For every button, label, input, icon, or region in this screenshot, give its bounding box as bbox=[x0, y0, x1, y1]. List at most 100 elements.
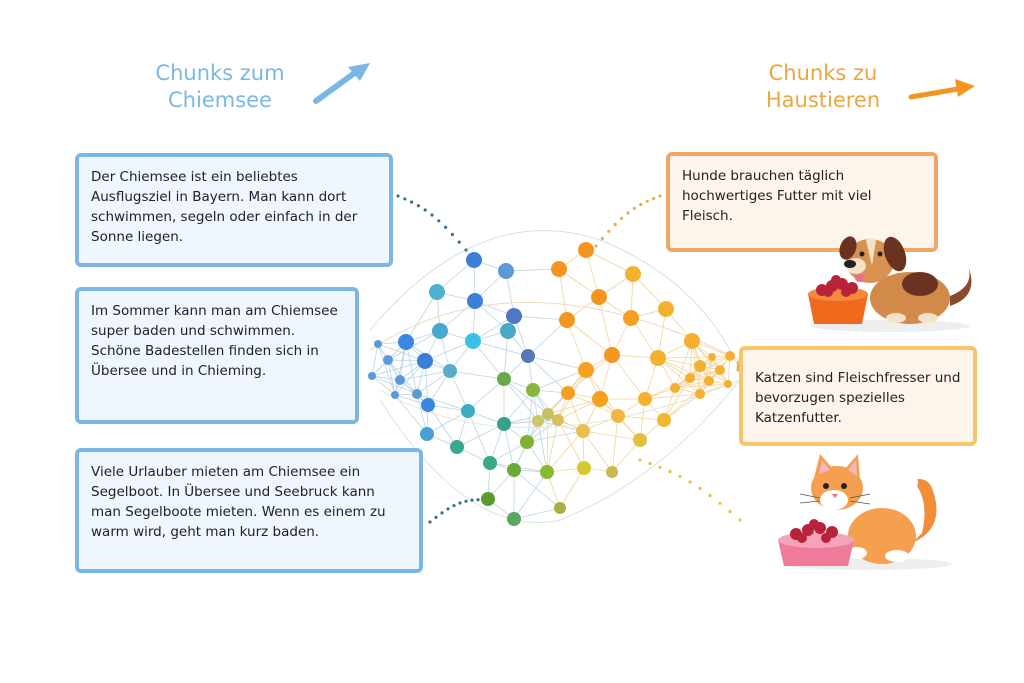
connector-dot bbox=[476, 498, 480, 502]
network-edge bbox=[416, 393, 469, 412]
network-curve bbox=[369, 230, 741, 371]
connector-dot bbox=[613, 222, 617, 227]
network-edge bbox=[566, 319, 613, 356]
chunk-card-chiemsee-3: Viele Urlauber mieten am Chiemsee ein Se… bbox=[75, 448, 423, 573]
network-node bbox=[591, 289, 607, 305]
network-node bbox=[497, 372, 511, 386]
network-edge bbox=[598, 296, 613, 356]
network-edge bbox=[489, 441, 528, 464]
network-node bbox=[592, 391, 608, 407]
network-node bbox=[521, 349, 535, 363]
network-node bbox=[606, 466, 618, 478]
network-node bbox=[611, 409, 625, 423]
connector-dot bbox=[430, 213, 434, 217]
network-node bbox=[650, 350, 666, 366]
network-edge bbox=[657, 308, 667, 359]
connector-dot bbox=[470, 498, 474, 502]
network-edge bbox=[503, 389, 534, 425]
network-edge bbox=[427, 404, 458, 448]
network-edge bbox=[611, 415, 619, 473]
network-node bbox=[625, 266, 641, 282]
network-edge bbox=[449, 370, 505, 380]
network-edge bbox=[630, 317, 659, 359]
network-edge bbox=[505, 268, 560, 272]
network-node bbox=[465, 333, 481, 349]
chunk-text: Im Sommer kann man am Chiemsee super bad… bbox=[91, 303, 338, 379]
network-edge bbox=[689, 355, 731, 379]
connector-dot bbox=[626, 211, 630, 215]
cat-illustration bbox=[778, 454, 952, 570]
arrow-up-right-icon bbox=[313, 63, 370, 104]
chunk-card-cats: Katzen sind Fleischfresser und bevorzuge… bbox=[739, 346, 977, 446]
network-node bbox=[638, 392, 652, 406]
network-node bbox=[417, 353, 433, 369]
network-node bbox=[670, 383, 680, 393]
connector-dot bbox=[658, 194, 662, 198]
cat-food bbox=[790, 519, 838, 543]
connector-dot bbox=[738, 518, 742, 522]
network-edge bbox=[567, 392, 619, 417]
network-edge bbox=[371, 343, 379, 377]
chunk-text: Katzen sind Fleischfresser und bevorzuge… bbox=[755, 370, 961, 426]
network-node bbox=[506, 308, 522, 324]
network-edge bbox=[663, 393, 701, 421]
connector-dot bbox=[428, 520, 432, 524]
arrow-right-icon bbox=[908, 79, 975, 100]
network-node bbox=[467, 293, 483, 309]
network-edge bbox=[467, 410, 491, 464]
network-node bbox=[498, 263, 514, 279]
network-node bbox=[395, 375, 405, 385]
network-edge bbox=[585, 249, 600, 298]
network-edge bbox=[405, 291, 438, 343]
network-node bbox=[481, 492, 495, 506]
network-edge bbox=[513, 469, 561, 509]
network-node bbox=[497, 417, 511, 431]
chunk-card-dogs: Hunde brauchen täglich hochwertiges Futt… bbox=[666, 152, 938, 252]
connector-dot bbox=[396, 194, 400, 198]
network-node bbox=[578, 362, 594, 378]
connector-dot bbox=[594, 244, 598, 248]
connector-dot bbox=[450, 232, 454, 237]
network-node bbox=[725, 351, 735, 361]
network-edge bbox=[526, 430, 584, 443]
network-edge bbox=[546, 413, 549, 473]
network-edge bbox=[611, 354, 646, 400]
network-edge bbox=[674, 356, 713, 389]
network-edge bbox=[426, 410, 469, 435]
network-edge bbox=[472, 340, 505, 380]
network-node bbox=[561, 386, 575, 400]
network-curve bbox=[379, 379, 741, 523]
network-node bbox=[421, 398, 435, 412]
network-edge bbox=[513, 315, 568, 321]
connector-dot bbox=[452, 503, 456, 508]
network-node bbox=[715, 365, 725, 375]
network-node bbox=[507, 463, 521, 477]
connector-dot bbox=[403, 197, 407, 201]
network-edge bbox=[585, 249, 634, 275]
network-node bbox=[695, 389, 705, 399]
network-node bbox=[724, 380, 732, 388]
network-node bbox=[708, 353, 716, 361]
network-node bbox=[443, 364, 457, 378]
network-node bbox=[554, 502, 566, 514]
network-edge bbox=[503, 378, 549, 415]
connector-dot bbox=[632, 206, 637, 210]
network-node bbox=[657, 413, 671, 427]
network-edge bbox=[467, 378, 505, 412]
connector-dot bbox=[638, 458, 642, 462]
network-node bbox=[420, 427, 434, 441]
dog-food bbox=[816, 275, 858, 297]
dog-tail bbox=[950, 266, 972, 306]
network-edge bbox=[532, 369, 587, 391]
connector-dot bbox=[423, 208, 427, 212]
network-node bbox=[684, 333, 700, 349]
network-node bbox=[559, 312, 575, 328]
network-edge bbox=[663, 377, 691, 421]
network-edge bbox=[632, 273, 667, 310]
network-node bbox=[500, 323, 516, 339]
network-curve bbox=[369, 301, 741, 361]
network-node bbox=[658, 301, 674, 317]
network-node bbox=[704, 376, 714, 386]
network-edge bbox=[456, 423, 505, 448]
chunk-card-chiemsee-1: Der Chiemsee ist ein beliebtes Ausflugsz… bbox=[75, 153, 393, 267]
